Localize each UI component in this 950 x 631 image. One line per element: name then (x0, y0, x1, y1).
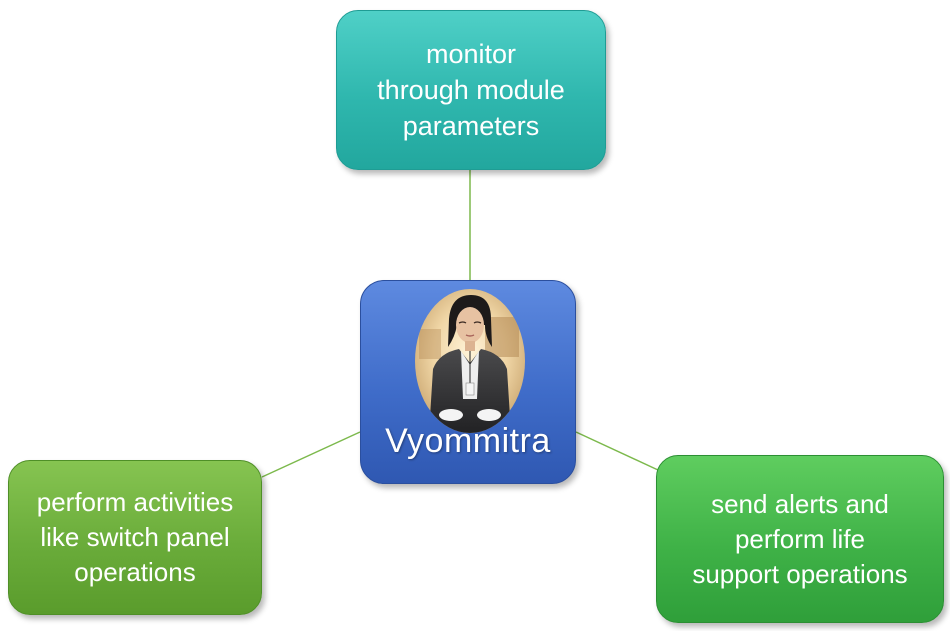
humanoid-robot-portrait (415, 289, 525, 433)
node-send-alerts: send alerts and perform life support ope… (656, 455, 944, 623)
node-perform-activities: perform activities like switch panel ope… (8, 460, 262, 615)
connector-right (575, 431, 659, 471)
node-perform-activities-text: perform activities like switch panel ope… (36, 487, 234, 587)
node-monitor-text: monitor through module parameters (377, 39, 565, 141)
node-monitor: monitor through module parameters (336, 10, 606, 170)
node-vyommitra: Vyommitra (360, 280, 576, 484)
connector-left (261, 431, 361, 478)
center-label: Vyommitra (385, 422, 551, 460)
node-send-alerts-text: send alerts and perform life support ope… (692, 488, 908, 589)
